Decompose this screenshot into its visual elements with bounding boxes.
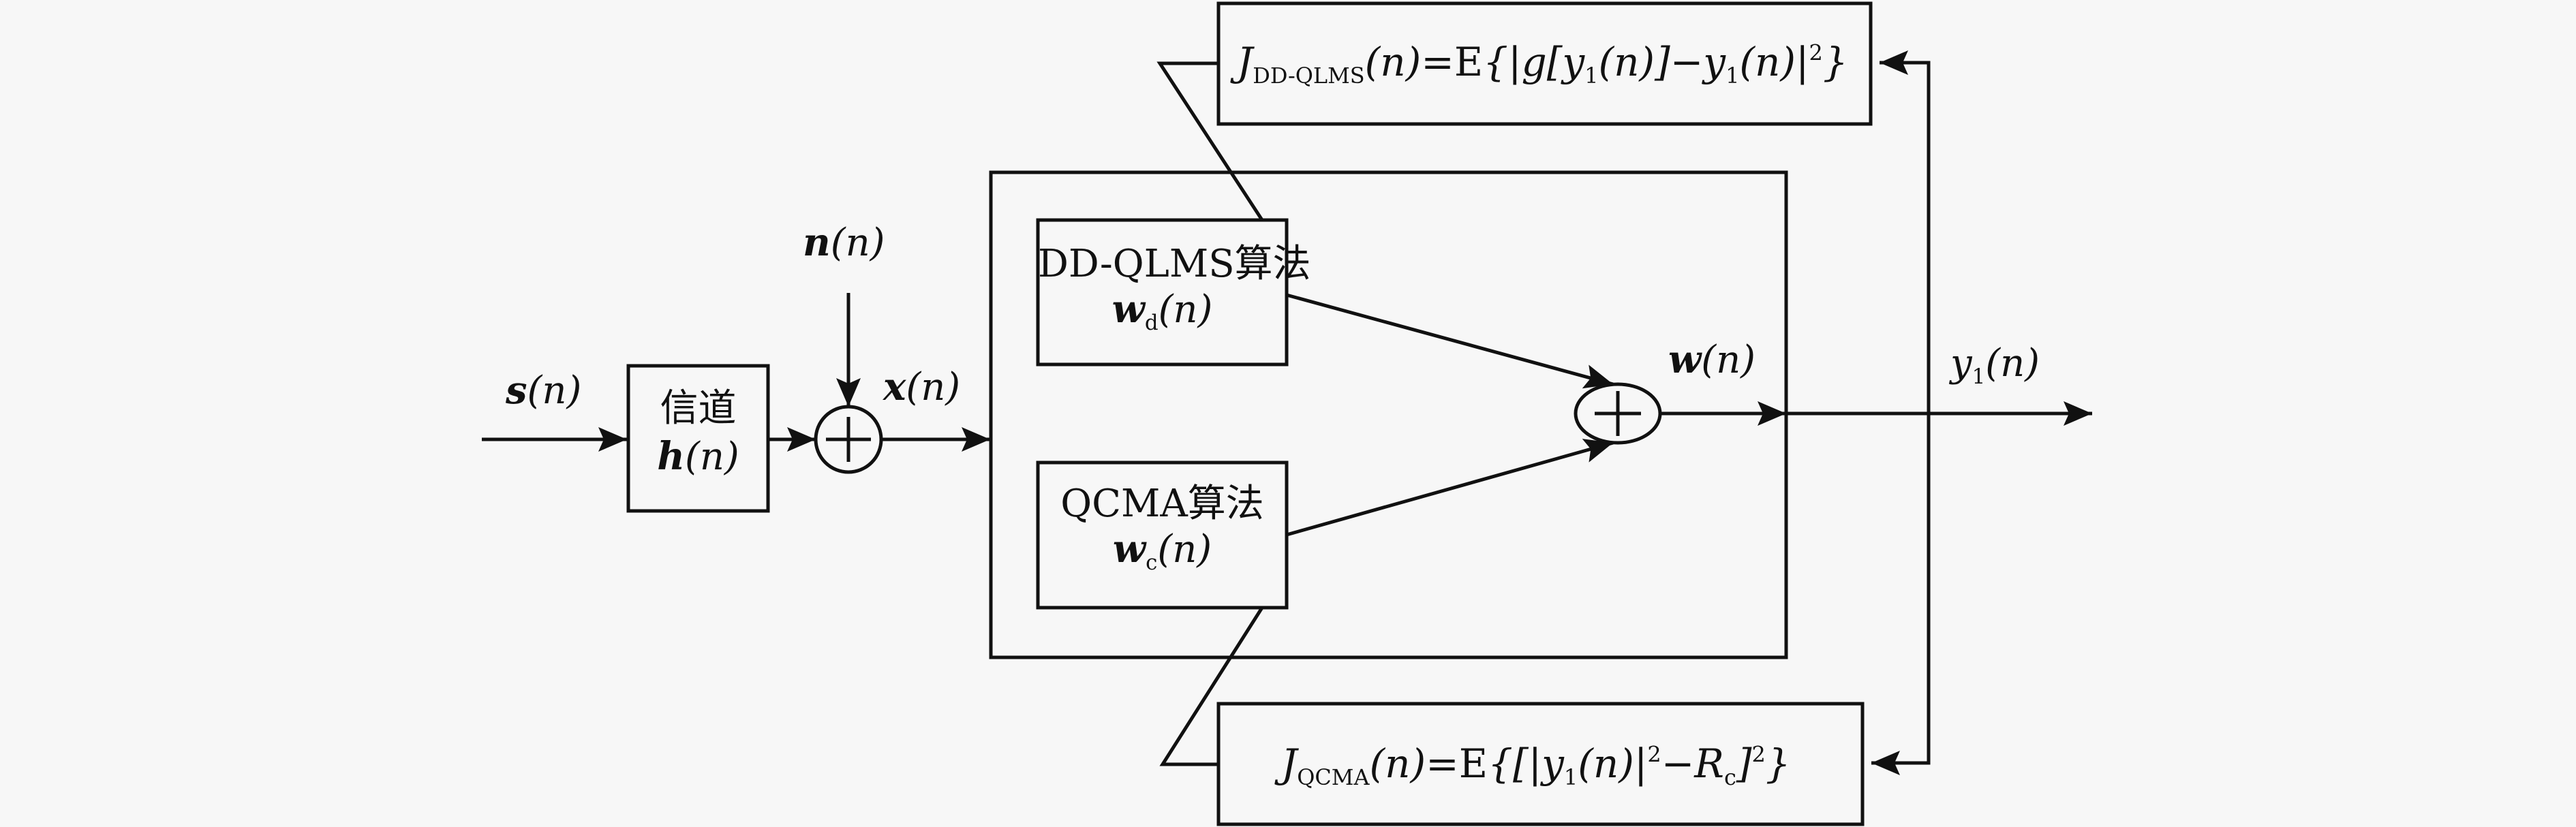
- ddqlms-to-adder-arrow: [1286, 293, 1614, 389]
- ddqlms-cost-y2: y: [1703, 39, 1726, 85]
- channel-symbol: h: [657, 434, 685, 479]
- ddqlms-block-label: DD-QLMS算法 wd(n): [1038, 242, 1311, 335]
- channel-title: 信道: [660, 386, 737, 431]
- ddqlms-block-frame: [1036, 218, 1289, 366]
- ddqlms-cost-yarg: (n): [1598, 39, 1655, 85]
- qcma-weight-symbol: w: [1112, 527, 1146, 572]
- qcma-cost-bracket: ]: [1736, 740, 1752, 787]
- qcma-cost-minus: −: [1661, 740, 1695, 787]
- output-arg: (n): [1985, 341, 2040, 386]
- weights-arg: (n): [1701, 338, 1755, 382]
- weights-symbol: w: [1668, 337, 1702, 382]
- ddqlms-cost-J: J: [1237, 39, 1253, 85]
- ddqlms-cost-mid: ]−: [1655, 39, 1704, 85]
- ddqlms-cost-ysub: 1: [1584, 63, 1599, 89]
- qcma-block-frame: [1036, 461, 1289, 610]
- qcma-cost-J: J: [1281, 740, 1298, 787]
- qcma-cost-abs: |: [1634, 740, 1648, 787]
- ddqlms-cost-abs: |: [1796, 39, 1809, 85]
- qcma-cost-connector: [1159, 606, 1264, 766]
- ddqlms-cost-y2arg: (n): [1739, 39, 1796, 85]
- qcma-cost-body-pre: {[|: [1488, 740, 1542, 787]
- noise-symbol: n: [803, 220, 831, 265]
- ddqlms-cost-y2sub: 1: [1726, 63, 1740, 89]
- ddqlms-title: DD-QLMS算法: [1038, 242, 1311, 286]
- qcma-cost-function: JQCMA(n)=E{[|y1(n)|2−Rc]2}: [1281, 744, 1791, 789]
- qcma-weight-sub: c: [1146, 550, 1158, 575]
- qcma-to-adder-arrow: [1286, 439, 1614, 537]
- ddqlms-cost-body-pre: {|g[: [1483, 39, 1563, 85]
- input-arg: (n): [527, 369, 582, 413]
- qcma-cost-exp1: 2: [1647, 741, 1661, 768]
- qcma-cost-yarg: (n): [1578, 740, 1634, 787]
- weights-label: w(n): [1668, 341, 1755, 379]
- qcma-weight-arg: (n): [1157, 527, 1212, 572]
- qcma-cost-ysub: 1: [1563, 764, 1578, 791]
- ddqlms-cost-function: JDD-QLMS(n)=E{|g[y1(n)]−y1(n)|2}: [1237, 42, 1848, 87]
- ddqlms-cost-connector: [1156, 61, 1264, 221]
- ddqlms-cost-close: }: [1822, 39, 1848, 85]
- input-signal-label: s(n): [506, 371, 581, 410]
- output-label: y1(n): [1950, 345, 2040, 388]
- ddqlms-weight-arg: (n): [1158, 287, 1213, 332]
- qcma-title: QCMA算法: [1060, 482, 1264, 526]
- qcma-cost-Rsub: c: [1723, 764, 1736, 791]
- ddqlms-cost-eq: =E: [1421, 39, 1484, 85]
- ddqlms-weight-sub: d: [1144, 310, 1159, 335]
- ddqlms-weight-symbol: w: [1111, 287, 1145, 332]
- qcma-cost-sub: QCMA: [1297, 764, 1370, 791]
- channel-block-label: 信道 h(n): [628, 390, 768, 476]
- ddqlms-cost-sub: DD-QLMS: [1253, 63, 1365, 89]
- noise-arg: (n): [830, 221, 885, 265]
- ddqlms-cost-exp: 2: [1809, 40, 1823, 66]
- noise-label: n(n): [803, 223, 885, 262]
- qcma-cost-arg: (n): [1369, 740, 1426, 787]
- received-symbol: x: [883, 364, 906, 409]
- channel-arg: (n): [684, 435, 739, 479]
- output-symbol: y: [1950, 341, 1972, 386]
- ddqlms-cost-y: y: [1562, 39, 1585, 85]
- qcma-cost-exp2: 2: [1751, 741, 1766, 768]
- qcma-block-label: QCMA算法 wc(n): [1038, 485, 1287, 574]
- feedback-to-ddqlms-cost: [1880, 50, 1931, 414]
- qcma-cost-close: }: [1765, 740, 1791, 787]
- qcma-cost-eq: =E: [1426, 740, 1488, 787]
- received-arg: (n): [906, 365, 961, 409]
- qcma-cost-y: y: [1542, 740, 1564, 787]
- output-sub: 1: [1972, 364, 1986, 389]
- ddqlms-cost-arg: (n): [1364, 39, 1422, 85]
- received-signal-label: x(n): [883, 368, 960, 407]
- input-symbol: s: [506, 368, 527, 413]
- qcma-cost-R: R: [1694, 740, 1724, 787]
- feedback-to-qcma-cost: [1871, 414, 1931, 775]
